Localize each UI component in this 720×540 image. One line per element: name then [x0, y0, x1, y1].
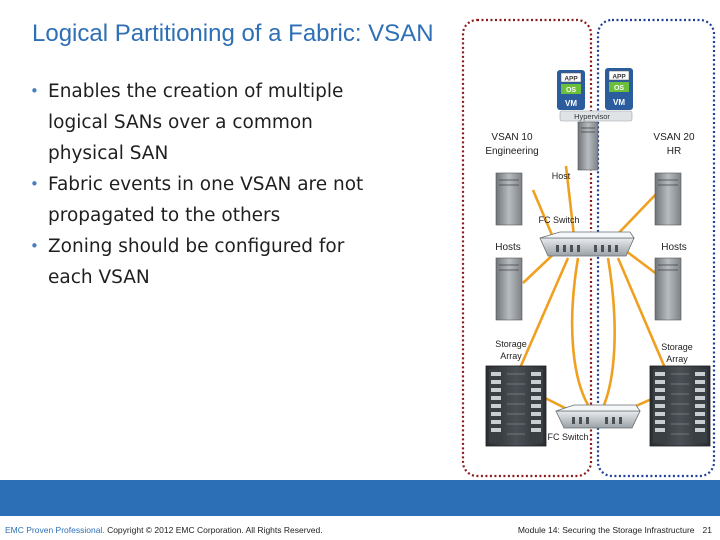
footer-module-text: Module 14: Securing the Storage Infrastr… [518, 525, 695, 535]
hypervisor-label: Hypervisor [574, 112, 610, 121]
bullet-item: • Zoning should be configured for each VS… [30, 231, 380, 293]
footer-brand: EMC Proven Professional. [5, 525, 105, 535]
footer-copyright-text: Copyright © 2012 EMC Corporation. All Ri… [107, 525, 323, 535]
vm-app-label: APP [564, 76, 578, 83]
vsan20-sublabel: HR [667, 146, 681, 157]
storage-right-label: Storage [661, 342, 693, 352]
storage-array-right-icon [650, 366, 710, 446]
storage-left-sublabel: Array [500, 351, 522, 361]
bullet-icon: • [30, 76, 39, 107]
hypervisor-bar [560, 111, 632, 121]
host-server-icon [496, 258, 522, 320]
bullet-icon: • [30, 231, 39, 262]
bullet-item: • Fabric events in one VSAN are not propa… [30, 169, 380, 231]
host-server-icon [496, 173, 522, 225]
fc-switch-top-icon [540, 232, 634, 256]
host-server-icon [578, 122, 598, 170]
hosts-right-label: Hosts [661, 242, 687, 253]
storage-right-sublabel: Array [666, 354, 688, 364]
bullet-text: Enables the creation of multiple logical… [48, 81, 343, 164]
fc-switch-bottom-icon [556, 405, 640, 428]
vsan10-boundary [463, 20, 591, 476]
footer-band [0, 480, 720, 516]
page-number: 21 [703, 525, 712, 535]
vm-label: VM [565, 99, 577, 108]
bullet-list: • Enables the creation of multiple logica… [30, 76, 380, 293]
host-server-icon [655, 173, 681, 225]
host-label: Host [552, 171, 571, 181]
vm-icon-vsan20: APP OS VM [605, 68, 633, 110]
fc-switch-top-label: FC Switch [538, 215, 579, 225]
vsan20-label: VSAN 20 [653, 132, 695, 143]
vsan20-boundary [598, 20, 714, 476]
vm-os-label: OS [566, 87, 576, 94]
fc-switch-bottom-label: FC Switch [547, 432, 588, 442]
vm-os-label: OS [614, 85, 624, 92]
bullet-text: Fabric events in one VSAN are not propag… [48, 174, 363, 226]
footer: EMC Proven Professional. Copyright © 201… [0, 516, 720, 540]
fc-links [520, 166, 665, 413]
host-server-icon [655, 258, 681, 320]
bullet-item: • Enables the creation of multiple logica… [30, 76, 380, 169]
vsan10-sublabel: Engineering [485, 146, 538, 157]
footer-copyright: EMC Proven Professional. Copyright © 201… [5, 525, 323, 535]
hosts-left-label: Hosts [495, 242, 521, 253]
bullet-text: Zoning should be configured for each VSA… [48, 236, 344, 288]
vm-app-label: APP [612, 74, 626, 81]
vm-icon-vsan10: APP OS VM [557, 70, 585, 110]
bullet-icon: • [30, 169, 39, 200]
vsan10-label: VSAN 10 [491, 132, 533, 143]
vm-label: VM [613, 98, 625, 107]
storage-left-label: Storage [495, 339, 527, 349]
slide-title: Logical Partitioning of a Fabric: VSAN [32, 20, 434, 48]
footer-module: Module 14: Securing the Storage Infrastr… [518, 525, 712, 535]
storage-array-left-icon [486, 366, 546, 446]
